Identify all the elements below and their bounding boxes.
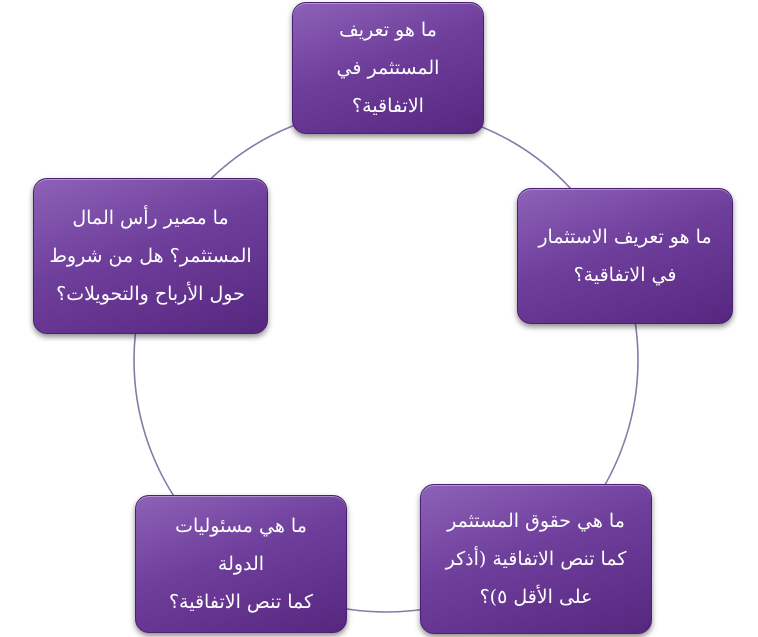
node-text: ما هي مسئوليات الدولة كما تنص الاتفاقية؟ bbox=[168, 515, 314, 613]
cycle-node-state-responsibilities: ما هي مسئوليات الدولة كما تنص الاتفاقية؟ bbox=[135, 495, 347, 633]
node-text: ما مصير رأس المال المستثمر؟ هل من شروط ح… bbox=[49, 207, 252, 305]
cycle-node-investor-definition: ما هو تعريف المستثمر في الاتفاقية؟ bbox=[292, 2, 484, 134]
node-text: ما هي حقوق المستثمر كما تنص الاتفاقية (أ… bbox=[445, 510, 627, 608]
node-text: ما هو تعريف الاستثمار في الاتفاقية؟ bbox=[538, 226, 712, 286]
cycle-node-investor-rights: ما هي حقوق المستثمر كما تنص الاتفاقية (أ… bbox=[420, 484, 652, 634]
node-text: ما هو تعريف المستثمر في الاتفاقية؟ bbox=[336, 19, 440, 117]
cycle-node-capital-fate: ما مصير رأس المال المستثمر؟ هل من شروط ح… bbox=[33, 178, 268, 334]
cycle-node-investment-definition: ما هو تعريف الاستثمار في الاتفاقية؟ bbox=[517, 188, 733, 324]
